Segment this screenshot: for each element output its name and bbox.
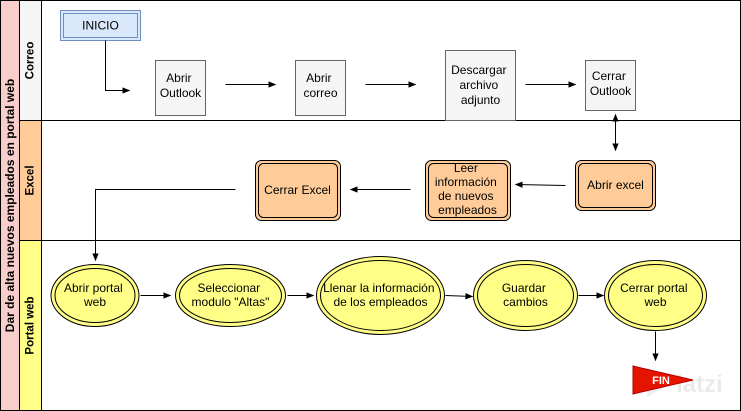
- process-label: Cerrar portal web: [620, 281, 691, 309]
- process-cerrar-excel[interactable]: Cerrar Excel: [255, 160, 341, 221]
- connector-abrir-excel-leer: [514, 181, 566, 188]
- connector-inicio-abrir-outlook: [105, 40, 131, 94]
- lane-correo-title: Correo: [25, 42, 37, 80]
- process-abrir-excel[interactable]: Abrir excel: [575, 160, 656, 211]
- label-line: Abrir excel: [587, 178, 644, 192]
- process-abrir-correo[interactable]: Abrir correo: [295, 60, 346, 116]
- label-line: Leer: [454, 161, 478, 175]
- connector-cerrar-excel-portal: [92, 189, 236, 262]
- process-abrir-outlook[interactable]: Abrir Outlook: [155, 60, 206, 116]
- process-label: Cerrar Outlook: [590, 69, 632, 98]
- label-line: correo: [303, 86, 337, 100]
- end-label: FIN: [652, 375, 670, 387]
- process-descargar-archivo[interactable]: Descargar archivo adjunto: [445, 50, 516, 121]
- process-label: Leer información de nuevos empleados: [435, 161, 500, 217]
- label-line: Outlook: [590, 84, 632, 98]
- start-node[interactable]: INICIO: [60, 10, 141, 41]
- label-line: Abrir: [166, 71, 191, 85]
- label-line: Cerrar Excel: [264, 183, 331, 197]
- process-llenar-informacion[interactable]: Llenar la información de los empleados: [316, 256, 445, 335]
- label-line: Llenar la información: [323, 281, 434, 295]
- process-label: Guardar cambios: [502, 281, 549, 309]
- label-line: cambios: [503, 295, 548, 309]
- process-seleccionar-modulo[interactable]: Seleccionar modulo "Altas": [175, 264, 286, 327]
- label-line: información: [435, 175, 497, 189]
- label-line: Seleccionar: [197, 281, 260, 295]
- connector-llenar-guardar: [445, 293, 474, 300]
- label-line: de los empleados: [333, 295, 427, 309]
- process-label: Abrir correo: [303, 71, 337, 100]
- watermark-text: latzi: [676, 371, 723, 398]
- lane-excel-title: Excel: [25, 165, 37, 195]
- start-label: INICIO: [82, 19, 119, 33]
- process-label: Abrir portal web: [64, 281, 126, 309]
- label-line: adjunto: [461, 93, 501, 107]
- label-line: Abrir portal: [64, 281, 123, 295]
- process-label: Abrir excel: [587, 178, 644, 192]
- process-abrir-portal[interactable]: Abrir portal web: [50, 264, 140, 327]
- pool-title: Dar de alta nuevos empleados en portal w…: [3, 79, 17, 332]
- label-line: web: [643, 295, 666, 309]
- process-cerrar-portal[interactable]: Cerrar portal web: [604, 260, 707, 331]
- lane-portal-title: Portal web: [25, 296, 37, 354]
- label-line: Guardar: [502, 281, 546, 295]
- process-cerrar-outlook[interactable]: Cerrar Outlook: [585, 60, 636, 111]
- label-line: Cerrar portal: [620, 281, 687, 295]
- end-node[interactable]: FIN: [632, 365, 694, 395]
- process-leer-informacion[interactable]: Leer información de nuevos empleados: [425, 160, 511, 221]
- label-line: archivo: [459, 78, 498, 92]
- label-line: de nuevos: [438, 189, 493, 203]
- label-line: empleados: [438, 203, 497, 217]
- process-label: Cerrar Excel: [264, 183, 331, 197]
- label-line: Descargar: [451, 63, 506, 77]
- label-line: Abrir: [306, 71, 331, 85]
- label-line: web: [83, 295, 106, 309]
- label-line: Outlook: [160, 86, 202, 100]
- label-line: modulo "Altas": [192, 295, 270, 309]
- process-guardar-cambios[interactable]: Guardar cambios: [473, 260, 578, 331]
- label-line: Cerrar: [592, 69, 626, 83]
- process-label: Descargar archivo adjunto: [451, 63, 510, 107]
- process-label: Seleccionar modulo "Altas": [192, 281, 270, 309]
- process-label: Llenar la información de los empleados: [323, 281, 438, 309]
- process-label: Abrir Outlook: [160, 71, 202, 100]
